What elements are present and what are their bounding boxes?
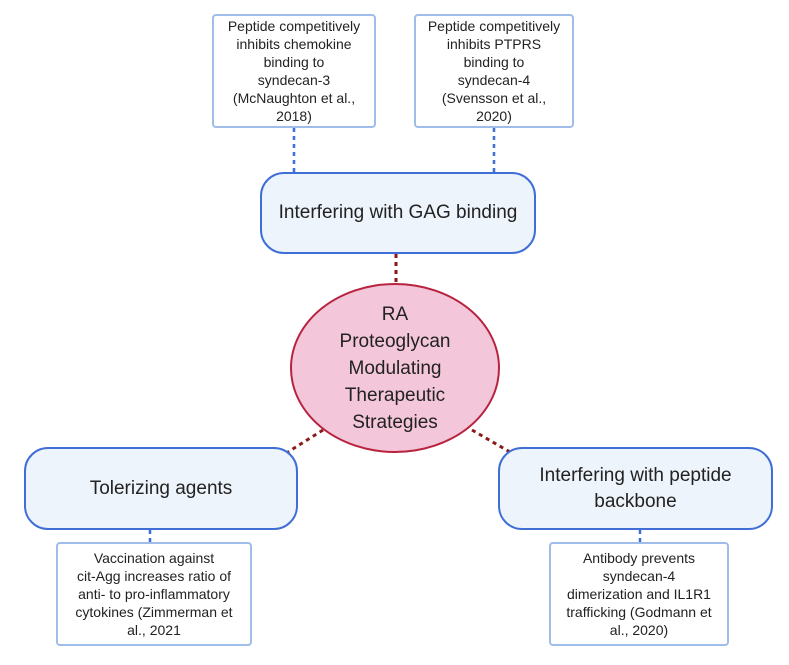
reference-svensson: Peptide competitively inhibits PTPRS bin… <box>414 14 574 128</box>
strategy-tolerizing-agents: Tolerizing agents <box>24 447 298 530</box>
reference-zimmerman: Vaccination against cit-Agg increases ra… <box>56 542 252 646</box>
reference-godmann: Antibody prevents syndecan-4 dimerizatio… <box>549 542 729 646</box>
connector-center-to-tolerizing <box>287 428 324 454</box>
strategy-interfering-gag-binding: Interfering with GAG binding <box>260 172 536 254</box>
reference-mcnaughton: Peptide competitively inhibits chemokine… <box>212 14 376 128</box>
connector-center-to-backbone <box>471 428 511 454</box>
strategy-interfering-peptide-backbone: Interfering with peptide backbone <box>498 447 773 530</box>
center-node-ra-proteoglycan: RA Proteoglycan Modulating Therapeutic S… <box>290 283 500 453</box>
